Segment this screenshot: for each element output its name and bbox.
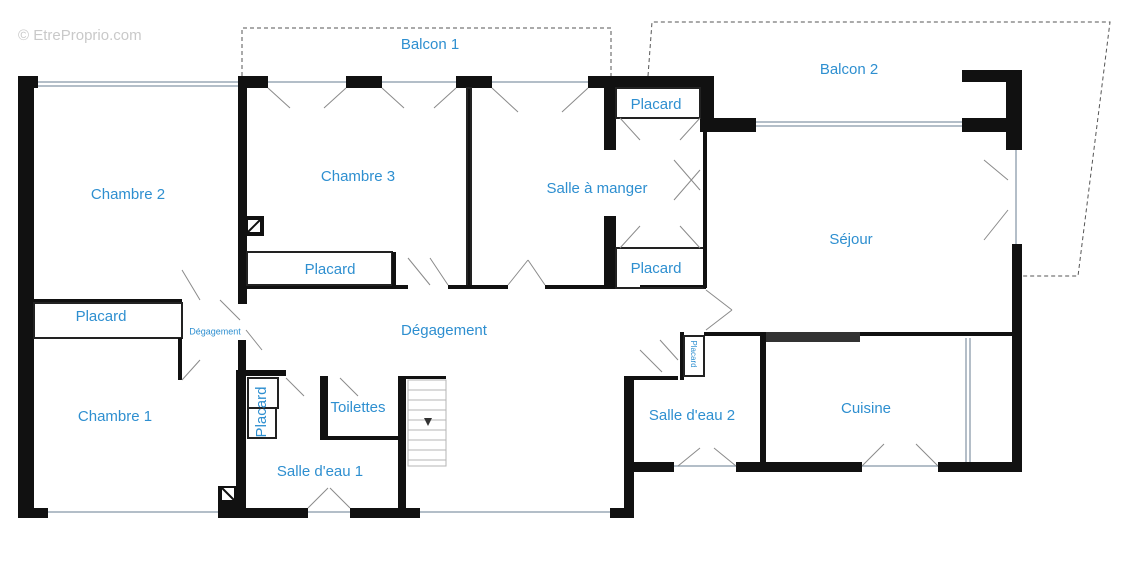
- label-degagement-small: Dégagement: [189, 326, 241, 336]
- label-salle-d-eau-1: Salle d'eau 1: [277, 463, 363, 480]
- label-cuisine: Cuisine: [841, 400, 891, 417]
- label-balcon-1: Balcon 1: [401, 36, 459, 53]
- label-placard-top: Placard: [631, 96, 682, 113]
- label-placard-small-right: Placard: [689, 340, 698, 367]
- label-placard-left: Placard: [76, 308, 127, 325]
- label-degagement: Dégagement: [401, 322, 488, 339]
- label-salle-d-eau-2: Salle d'eau 2: [649, 407, 735, 424]
- label-salle-a-manger: Salle à manger: [547, 180, 648, 197]
- windows: [38, 81, 1017, 513]
- balcony-outlines: [241, 21, 1111, 277]
- label-placard-sam: Placard: [631, 260, 682, 277]
- label-chambre-2: Chambre 2: [91, 186, 165, 203]
- exterior-walls: [18, 70, 1022, 518]
- stairs: [407, 379, 447, 467]
- label-placard-chambre-3: Placard: [305, 261, 356, 278]
- label-chambre-3: Chambre 3: [321, 168, 395, 185]
- label-toilettes: Toilettes: [330, 399, 385, 416]
- label-chambre-1: Chambre 1: [78, 408, 152, 425]
- label-balcon-2: Balcon 2: [820, 61, 878, 78]
- label-sejour: Séjour: [829, 231, 872, 248]
- room-labels: Balcon 1 Balcon 2 Chambre 2 Chambre 3 Sa…: [76, 36, 891, 480]
- label-placard-vertical: Placard: [253, 387, 270, 438]
- doors: [181, 87, 1009, 509]
- interior-walls: [33, 76, 1012, 518]
- watermark: © EtreProprio.com: [18, 27, 142, 44]
